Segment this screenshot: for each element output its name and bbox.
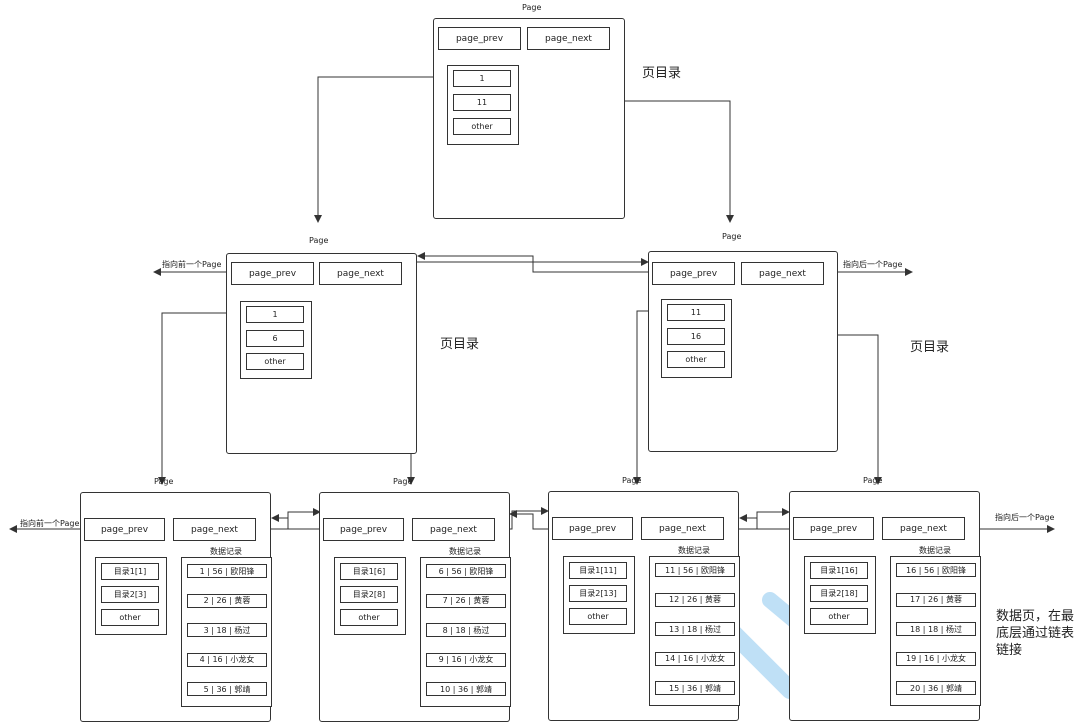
link-mid-left-next: [401, 258, 649, 273]
root-page-title: Page: [522, 3, 542, 12]
directory-slot: 目录2[3]: [101, 586, 159, 603]
data-record: 16 | 56 | 欧阳锋: [896, 563, 976, 577]
data-record: 12 | 26 | 黄蓉: [655, 592, 735, 607]
data-records-caption: 数据记录: [919, 546, 951, 555]
mid-prev-pointer-label: 指向前一个Page: [162, 260, 222, 269]
mid-right-key-other: other: [667, 351, 725, 368]
leaf-page-frame: page_prev page_next 数据记录目录1[16] 目录2[18] othe…: [789, 491, 981, 721]
mid-left-page-prev: page_prev: [231, 262, 314, 285]
mid-right-page-next: page_next: [741, 262, 824, 285]
data-record: 13 | 18 | 杨过: [655, 622, 735, 636]
data-record: 4 | 16 | 小龙女: [187, 652, 267, 667]
directory-other: other: [340, 609, 398, 626]
mid-left-key-6: 6: [246, 330, 304, 347]
mid-right-page-title: Page: [722, 232, 742, 241]
leaf-records: 16 | 56 | 欧阳锋 17 | 26 | 黄蓉 18 | 18 | 杨过 19 …: [890, 556, 981, 706]
leaf-page-prev: page_prev: [84, 518, 165, 541]
leaf-directory: 目录1[1] 目录2[3] other: [95, 557, 167, 635]
data-record: 18 | 18 | 杨过: [896, 622, 976, 636]
leaf-page-prev: page_prev: [793, 517, 874, 540]
leaf-directory: 目录1[11] 目录2[13] other: [563, 556, 635, 634]
data-record: 14 | 16 | 小龙女: [655, 651, 735, 666]
link-leaf2-prev: [271, 514, 322, 530]
leaf-page-frame: page_prev page_next 数据记录目录1[1] 目录2[3] other 1…: [80, 492, 272, 722]
mid-left-directory-caption: 页目录: [440, 337, 480, 352]
mid-right-directory: 11 16 other: [661, 299, 732, 378]
bottom-note: 数据页，在最底层通过链表链接: [996, 609, 1075, 658]
leaf-page-title: Page: [393, 477, 413, 486]
mid-right-key-11: 11: [667, 304, 725, 321]
data-records-caption: 数据记录: [449, 547, 481, 556]
leaf-page-prev: page_prev: [552, 517, 633, 540]
root-page-directory: 1 11 other: [447, 65, 519, 145]
data-record: 20 | 36 | 郭靖: [896, 681, 976, 695]
data-record: 1 | 56 | 欧阳锋: [187, 564, 267, 578]
directory-slot: 目录1[1]: [101, 563, 159, 580]
leaf-page-frame: page_prev page_next 数据记录目录1[11] 目录2[13] othe…: [548, 491, 740, 721]
mid-right-page-prev: page_prev: [652, 262, 735, 285]
directory-slot: 目录1[16]: [810, 562, 868, 579]
leaf-records: 6 | 56 | 欧阳锋 7 | 26 | 黄蓉 8 | 18 | 杨过 9 | 16…: [420, 557, 511, 707]
leaf-page-next: page_next: [173, 518, 256, 541]
mid-left-page-next: page_next: [319, 262, 402, 285]
directory-slot: 目录2[18]: [810, 585, 868, 602]
leaf-page-title: Page: [622, 476, 642, 485]
root-page-next: page_next: [527, 27, 610, 50]
data-record: 11 | 56 | 欧阳锋: [655, 563, 735, 577]
leaf-page-title: Page: [154, 477, 174, 486]
leaf-next-pointer-label: 指向后一个Page: [995, 513, 1055, 522]
data-record: 15 | 36 | 郭靖: [655, 681, 735, 695]
data-record: 6 | 56 | 欧阳锋: [426, 564, 506, 578]
root-page-prev: page_prev: [438, 27, 521, 50]
leaf-records: 11 | 56 | 欧阳锋 12 | 26 | 黄蓉 13 | 18 | 杨过 14 …: [649, 556, 740, 706]
leaf-page-prev: page_prev: [323, 518, 404, 541]
mid-right-directory-caption: 页目录: [910, 340, 950, 355]
mid-left-page: page_prev page_next 1 6 other: [226, 253, 417, 454]
leaf-page-next: page_next: [412, 518, 495, 541]
mid-right-key-16: 16: [667, 328, 725, 345]
data-record: 5 | 36 | 郭靖: [187, 682, 267, 696]
leaf-directory: 目录1[6] 目录2[8] other: [334, 557, 406, 635]
root-page-directory-caption: 页目录: [642, 66, 682, 81]
mid-left-key-other: other: [246, 353, 304, 370]
data-record: 19 | 16 | 小龙女: [896, 651, 976, 666]
data-record: 9 | 16 | 小龙女: [426, 652, 506, 667]
mid-next-pointer-label: 指向后一个Page: [843, 260, 903, 269]
root-key-1: 1: [453, 70, 511, 87]
data-record: 8 | 18 | 杨过: [426, 623, 506, 637]
root-key-11: 11: [453, 94, 511, 111]
mid-right-page: page_prev page_next 11 16 other: [648, 251, 838, 452]
directory-slot: 目录2[13]: [569, 585, 627, 602]
data-records-caption: 数据记录: [210, 547, 242, 556]
data-record: 2 | 26 | 黄蓉: [187, 593, 267, 608]
directory-slot: 目录1[6]: [340, 563, 398, 580]
directory-other: other: [101, 609, 159, 626]
leaf-page-title: Page: [863, 476, 883, 485]
leaf-prev-pointer-label: 指向前一个Page: [20, 519, 80, 528]
data-record: 7 | 26 | 黄蓉: [426, 593, 506, 608]
data-record: 10 | 36 | 郭靖: [426, 682, 506, 696]
mid-left-key-1: 1: [246, 306, 304, 323]
leaf-page-frame: page_prev page_next 数据记录目录1[6] 目录2[8] other 6…: [319, 492, 511, 722]
directory-slot: 目录2[8]: [340, 586, 398, 603]
root-key-other: other: [453, 118, 511, 135]
mid-left-page-title: Page: [309, 236, 329, 245]
link-root-key1-to-page-left: [314, 76, 451, 223]
leaf-page-next: page_next: [882, 517, 965, 540]
mid-left-directory: 1 6 other: [240, 301, 312, 379]
link-mid-right-prev: [417, 252, 651, 273]
root-page: page_prev page_next 1 11 other: [433, 18, 625, 219]
directory-other: other: [569, 608, 627, 625]
data-record: 17 | 26 | 黄蓉: [896, 592, 976, 607]
leaf-page-next: page_next: [641, 517, 724, 540]
leaf-directory: 目录1[16] 目录2[18] other: [804, 556, 876, 634]
data-record: 3 | 18 | 杨过: [187, 623, 267, 637]
link-leaf4-prev: [739, 514, 792, 530]
directory-other: other: [810, 608, 868, 625]
data-records-caption: 数据记录: [678, 546, 710, 555]
directory-slot: 目录1[11]: [569, 562, 627, 579]
leaf-records: 1 | 56 | 欧阳锋 2 | 26 | 黄蓉 3 | 18 | 杨过 4 | 16…: [181, 557, 272, 707]
link-leaf3-prev: [509, 510, 551, 530]
